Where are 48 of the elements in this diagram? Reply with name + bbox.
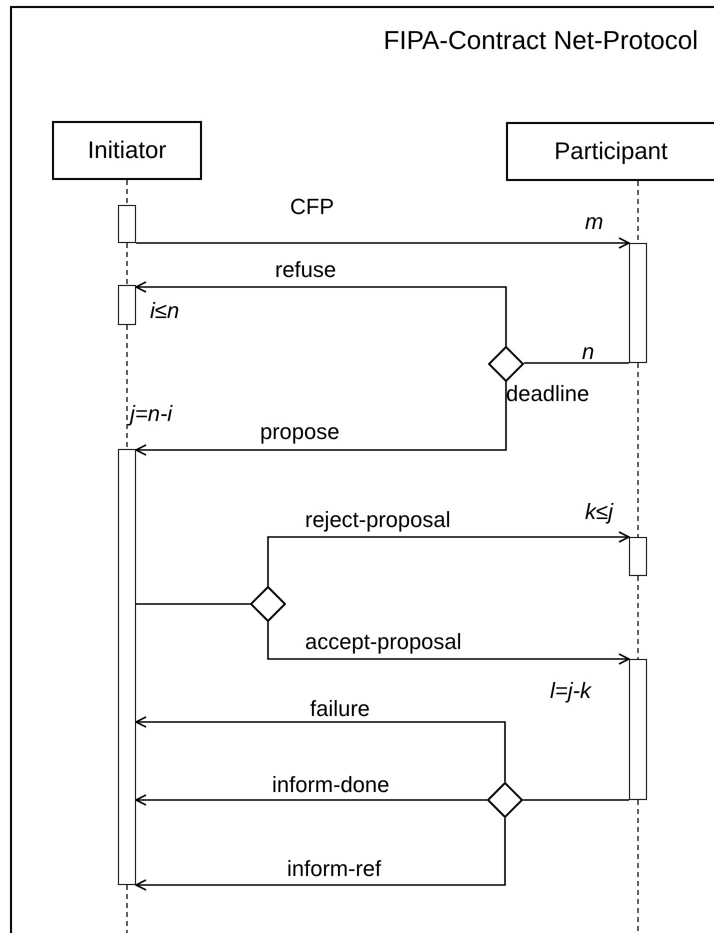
message-label: inform-ref [287,857,382,881]
lifeline [126,243,128,285]
condition-label: deadline [506,382,590,406]
activation-bar [118,449,136,885]
lifeline [637,576,639,659]
lifeline [637,363,639,537]
actor-name: Initiator [88,136,166,164]
message-arrow [267,622,630,665]
message-label: accept-proposal [305,630,462,654]
message-label: reject-proposal [305,508,451,532]
actor-name: Participant [554,138,668,166]
message-label: failure [310,697,370,721]
diagram-title: FIPA-Contract Net-Protocol [383,24,698,56]
decision-diamond [250,586,286,622]
lifeline [126,885,128,933]
lifeline [126,180,128,205]
message-label: CFP [290,195,334,219]
connector-line [524,362,629,364]
actor-box [52,121,202,180]
activation-bar [118,285,136,325]
activation-bar [118,205,136,243]
message-label: n [582,340,594,364]
connector-line [523,799,629,801]
message-arrow [267,531,630,586]
multiplicity-label: k≤j [585,500,613,524]
multiplicity-label: j=n-i [130,402,172,426]
lifeline [126,325,128,449]
message-arrow [135,281,507,346]
activation-bar [629,659,647,800]
actor-box [506,122,714,181]
multiplicity-label: i≤n [150,299,180,323]
message-arrow [135,382,507,456]
decision-diamond [488,346,524,382]
activation-bar [629,537,647,576]
message-arrow [135,716,506,782]
message-arrow [135,818,506,891]
multiplicity-label: m [585,210,604,234]
message-arrow [135,794,487,806]
message-label: inform-done [272,773,390,797]
message-arrow [136,237,630,249]
activation-bar [629,243,647,363]
lifeline [637,800,639,933]
decision-diamond [487,782,523,818]
lifeline [637,181,639,243]
message-label: refuse [275,258,336,282]
multiplicity-label: l=j-k [550,679,591,703]
connector-line [136,603,250,605]
message-label: propose [260,420,340,444]
